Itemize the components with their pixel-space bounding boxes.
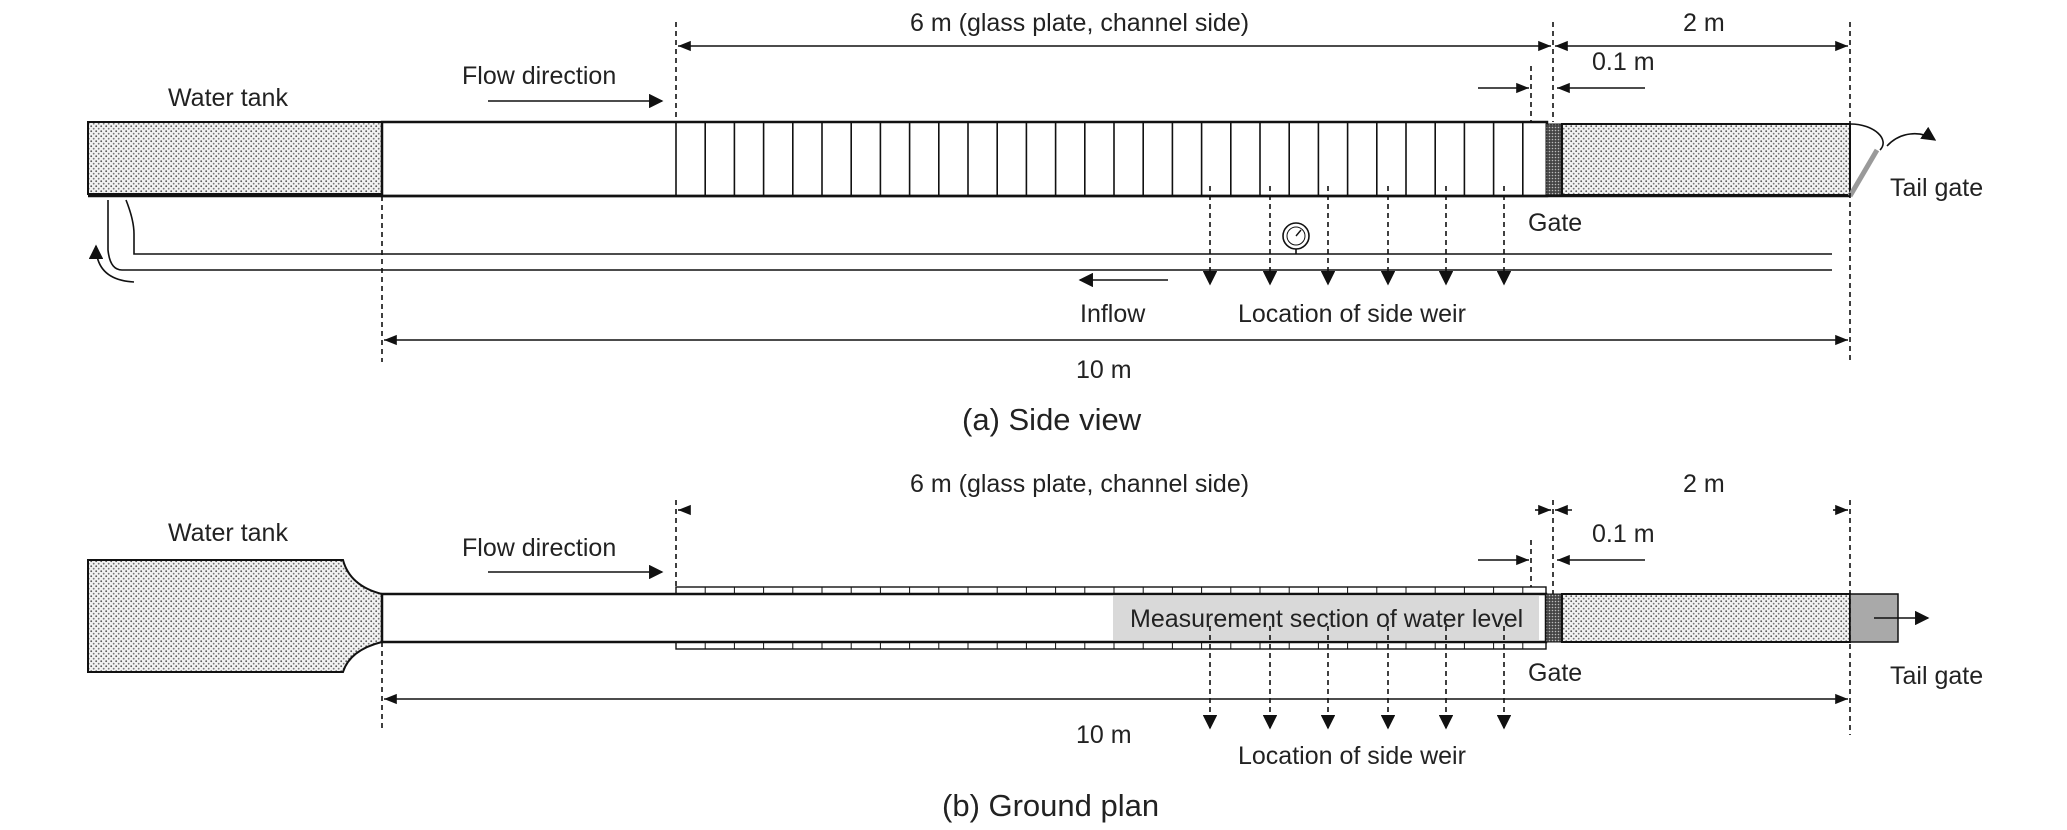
side-weir-label: Location of side weir	[1238, 300, 1466, 328]
side-gate	[1545, 123, 1563, 196]
side-total-length-label: 10 m	[1076, 356, 1132, 384]
side-water-tank-label: Water tank	[168, 84, 288, 112]
side-view-caption: (a) Side view	[962, 402, 1142, 437]
side-tail-gate-flow-arrow	[1849, 123, 1935, 150]
side-glass-length-label: 6 m (glass plate, channel side)	[910, 9, 1249, 37]
side-weir-arrows	[1202, 186, 1512, 286]
side-return-pipe	[107, 199, 1832, 271]
side-gate-label: Gate	[1528, 209, 1582, 237]
side-view: Water tank Gate Tail gate Flow direction…	[87, 9, 1983, 437]
plan-measurement-label: Measurement section of water level	[1130, 605, 1523, 633]
ground-plan: Water tank Measurement section of water …	[87, 470, 1983, 823]
plan-gate	[1545, 593, 1563, 643]
plan-total-length-label: 10 m	[1076, 721, 1132, 749]
plan-glass-length-label: 6 m (glass plate, channel side)	[910, 470, 1249, 498]
plan-weir-label: Location of side weir	[1238, 742, 1466, 770]
side-flow-direction-label: Flow direction	[462, 62, 616, 90]
side-gate-offset-label: 0.1 m	[1592, 48, 1655, 76]
plan-tail-gate-label: Tail gate	[1890, 662, 1983, 690]
plan-weir-arrows	[1202, 626, 1512, 730]
side-tail-gate	[1847, 148, 1880, 198]
plan-flow-direction-label: Flow direction	[462, 534, 616, 562]
side-channel	[380, 120, 1549, 198]
plan-gate-offset-label: 0.1 m	[1592, 520, 1655, 548]
plan-tail-section	[1561, 593, 1851, 643]
side-tail-length-label: 2 m	[1683, 9, 1725, 37]
plan-tail-length-label: 2 m	[1683, 470, 1725, 498]
plan-measurement-section	[1113, 596, 1539, 640]
side-tail-gate-label: Tail gate	[1890, 174, 1983, 202]
side-tail-section	[1561, 123, 1851, 196]
plan-water-tank-label: Water tank	[168, 519, 288, 547]
plan-water-tank	[87, 559, 383, 673]
side-pipe-outlet-arrow	[88, 244, 135, 283]
side-inflow-label: Inflow	[1080, 300, 1146, 328]
ground-plan-caption: (b) Ground plan	[942, 788, 1159, 823]
plan-gate-label: Gate	[1528, 659, 1582, 687]
side-glass-panels	[675, 122, 1524, 196]
side-water-tank	[87, 121, 383, 195]
gauge-icon	[1282, 222, 1310, 254]
